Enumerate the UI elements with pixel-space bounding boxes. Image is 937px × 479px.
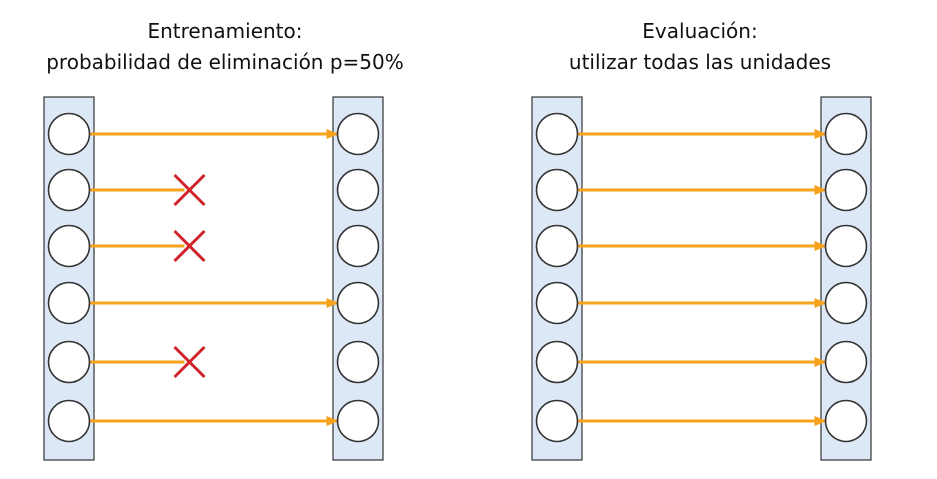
training-output-node [336, 281, 380, 325]
cross-icon [173, 173, 206, 207]
training-output-node [336, 399, 380, 443]
cross-stroke-b [173, 345, 206, 379]
evaluation-input-layer [531, 96, 583, 461]
training-input-node [47, 399, 91, 443]
training-title-line1: Entrenamiento: [147, 19, 303, 43]
training-title: Entrenamiento: probabilidad de eliminaci… [0, 16, 450, 78]
evaluation-title-line2: utilizar todas las unidades [568, 50, 832, 74]
evaluation-output-layer [820, 96, 872, 461]
evaluation-input-node [535, 340, 579, 384]
evaluation-output-node [824, 399, 868, 443]
training-input-node [47, 168, 91, 212]
evaluation-input-node [535, 224, 579, 268]
cross-icon [173, 345, 206, 379]
training-input-node [47, 281, 91, 325]
evaluation-input-node [535, 281, 579, 325]
training-output-node [336, 112, 380, 156]
evaluation-panel [531, 96, 872, 461]
training-input-node [47, 340, 91, 384]
evaluation-output-node [824, 224, 868, 268]
training-output-node [336, 168, 380, 212]
cross-icon [173, 229, 206, 263]
evaluation-output-node [824, 168, 868, 212]
evaluation-output-node [824, 112, 868, 156]
training-output-node [336, 224, 380, 268]
evaluation-input-node [535, 399, 579, 443]
cross-stroke-b [173, 229, 206, 263]
training-input-node [47, 224, 91, 268]
evaluation-output-node [824, 340, 868, 384]
evaluation-input-node [535, 112, 579, 156]
evaluation-output-node [824, 281, 868, 325]
training-input-layer [43, 96, 95, 461]
cross-stroke-b [173, 173, 206, 207]
training-output-layer [332, 96, 384, 461]
training-input-node [47, 112, 91, 156]
training-title-line2: probabilidad de eliminación p=50% [46, 50, 404, 74]
training-output-node [336, 340, 380, 384]
training-panel [43, 96, 384, 461]
evaluation-input-node [535, 168, 579, 212]
evaluation-title-line1: Evaluación: [642, 19, 758, 43]
evaluation-title: Evaluación: utilizar todas las unidades [470, 16, 930, 78]
